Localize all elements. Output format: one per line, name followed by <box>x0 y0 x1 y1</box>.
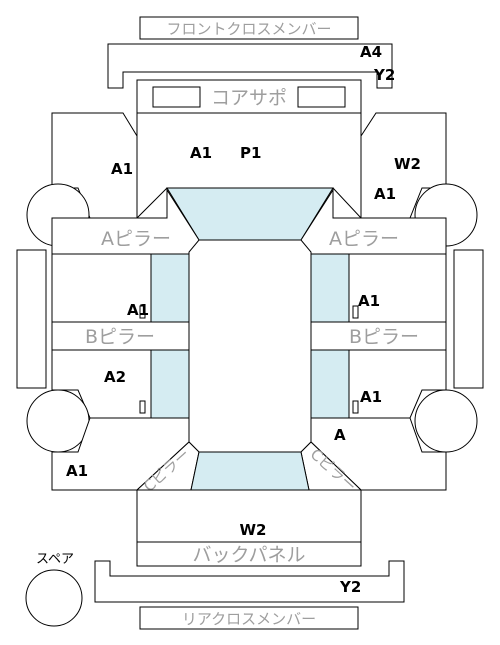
rear-cross-member-box <box>139 606 359 630</box>
rear-window[interactable] <box>190 451 310 491</box>
code-p1-hood: P1 <box>240 144 261 162</box>
spare-tire <box>25 569 83 627</box>
side-skirt-left[interactable] <box>16 249 47 389</box>
rear-door-window-left[interactable] <box>150 349 190 419</box>
core-support-label: コアサポ <box>211 87 287 109</box>
rear-quarter-left[interactable] <box>51 417 190 491</box>
code-a2-rear-door-left: A2 <box>104 368 126 386</box>
front-bumper-bracket[interactable] <box>107 43 393 89</box>
b-pillar-right[interactable] <box>310 321 447 351</box>
code-a1-front-door-left: A1 <box>127 301 149 319</box>
roof-panel[interactable] <box>188 239 312 453</box>
front-door-window-right[interactable] <box>310 253 350 323</box>
a-pillar-left-label: Aピラー <box>101 228 171 250</box>
back-panel-label: バックパネル <box>192 544 305 566</box>
code-w2-fender-right: W2 <box>394 155 421 173</box>
rear-door-window-right[interactable] <box>310 349 350 419</box>
side-skirt-right[interactable] <box>453 249 484 389</box>
code-a-quarter-right: A <box>334 426 346 444</box>
front-door-handle-right <box>352 305 359 319</box>
code-a1-fender-left: A1 <box>111 160 133 178</box>
rear-door-handle-right <box>352 400 359 414</box>
front-door-window-left[interactable] <box>150 253 190 323</box>
headlight-right[interactable] <box>297 86 346 108</box>
code-a1-fender-right: A1 <box>374 185 396 203</box>
code-a4: A4 <box>360 43 382 61</box>
code-a1-quarter-left: A1 <box>66 462 88 480</box>
rear-cross-member-label: リアクロスメンバー <box>182 610 316 628</box>
rear-bumper-bracket[interactable] <box>94 560 405 603</box>
spare-tire-label: スペア <box>36 552 74 567</box>
rear-door-handle-left <box>139 400 146 414</box>
back-panel[interactable] <box>136 541 362 567</box>
rear-wheel-right <box>414 389 478 453</box>
code-a1-hood: A1 <box>190 144 212 162</box>
code-a1-front-door-right: A1 <box>358 292 380 310</box>
code-y2-front: Y2 <box>373 66 395 84</box>
headlight-left[interactable] <box>152 86 201 108</box>
front-door-handle-left <box>139 305 146 319</box>
code-w2-trunk: W2 <box>240 521 267 539</box>
a-pillar-right-label: Aピラー <box>329 228 399 250</box>
trunk-lid[interactable] <box>136 489 362 543</box>
rear-quarter-right[interactable] <box>310 417 447 491</box>
rear-wheel-left <box>26 389 90 453</box>
b-pillar-left-label: Bピラー <box>85 326 155 348</box>
code-y2-rear: Y2 <box>339 578 361 596</box>
front-cross-member-box <box>139 16 359 40</box>
b-pillar-right-label: Bピラー <box>349 326 419 348</box>
front-cross-member-label: フロントクロスメンバー <box>166 20 331 38</box>
code-a1-rear-door-right: A1 <box>360 388 382 406</box>
